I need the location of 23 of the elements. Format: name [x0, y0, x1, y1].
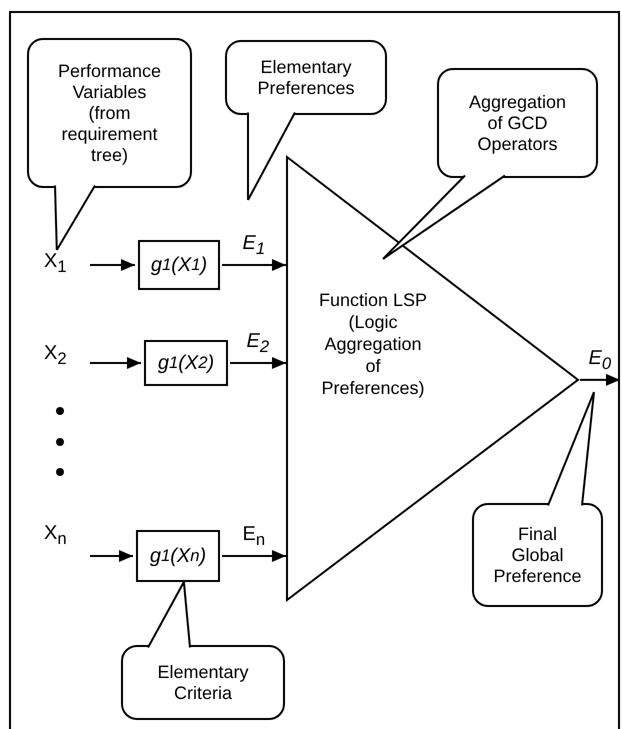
arrow [90, 550, 133, 562]
arrow [580, 374, 620, 386]
variable-label: X$_{1}$ [44, 250, 76, 276]
leader-line [382, 174, 506, 260]
variable-label: X$_{n}$ [44, 522, 76, 548]
leader-line [547, 391, 595, 506]
arrow [222, 550, 286, 562]
callout-bubble: Final Global Preference [472, 503, 603, 607]
edge-label: E$_{n}$ [242, 523, 266, 550]
leader-line [247, 112, 296, 201]
edge-label: E$_{2}$ [246, 330, 270, 357]
edge-label: E$_{0}$ [588, 346, 612, 374]
callout-bubble: Aggregation of GCD Operators [437, 68, 598, 178]
arrow [90, 357, 141, 369]
arrow [90, 259, 135, 271]
arrow [230, 357, 286, 369]
triangle-label: Function LSP (Logic Aggregation of Preferences) [318, 289, 428, 399]
arrow [222, 259, 286, 271]
leader-line [147, 581, 191, 648]
edge-label: E$_{1}$ [242, 232, 266, 259]
leader-line [54, 184, 96, 251]
variable-label: X$_{2}$ [44, 342, 76, 368]
callout-bubble: Performance Variables (from requirement tree) [27, 38, 192, 188]
